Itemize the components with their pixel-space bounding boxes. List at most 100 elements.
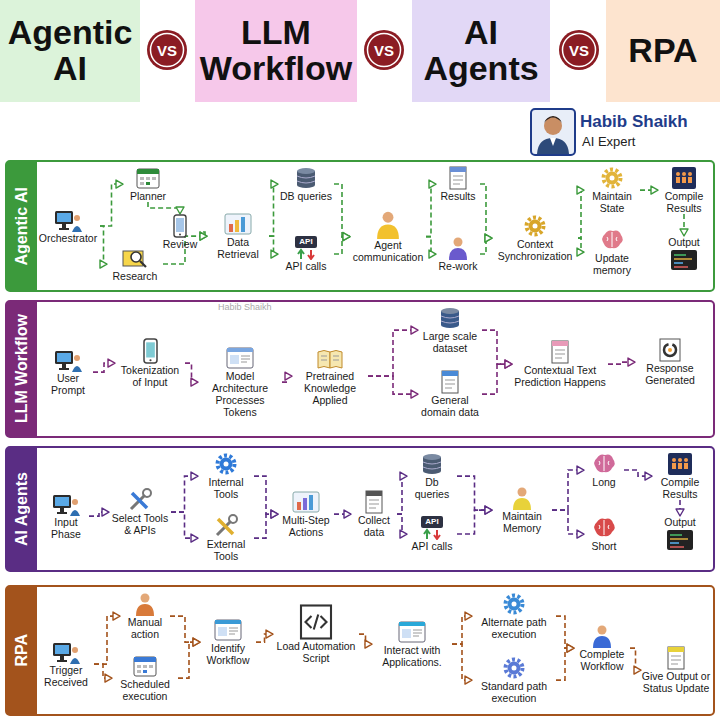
step-icon <box>212 514 240 538</box>
arrow-head <box>485 506 492 514</box>
step-caption: Response Generated <box>635 362 705 386</box>
step-node: Interact with Applications. <box>372 620 452 668</box>
step-icon <box>121 246 149 270</box>
step-icon <box>656 338 684 362</box>
step-node: Compile Results <box>658 166 710 214</box>
dashed-arrow <box>457 506 492 534</box>
step-icon <box>444 236 472 260</box>
step-node: Maintain Memory <box>492 486 552 534</box>
step-node: Model Architecture Processes Tokens <box>198 346 282 418</box>
connector-line <box>482 330 512 364</box>
step-node: Context Synchronization <box>492 214 578 262</box>
connector-line <box>100 226 107 264</box>
dashed-arrow <box>397 514 407 538</box>
dashed-arrow <box>482 330 512 368</box>
step-node: External Tools <box>198 514 254 562</box>
step-node: Update memory <box>584 228 640 276</box>
step-icon <box>500 656 528 680</box>
dashed-arrow <box>640 186 658 194</box>
step-caption: Results <box>440 190 475 202</box>
dashed-arrow <box>269 236 278 258</box>
watermark: Habib Shaikh <box>218 302 272 312</box>
arrow-head <box>577 248 584 256</box>
arrow-head <box>577 530 584 538</box>
step-node: Internal Tools <box>198 452 254 500</box>
vs-badge: VS <box>146 29 188 71</box>
dashed-arrow <box>676 500 684 516</box>
step-icon <box>135 338 166 364</box>
arrow-head <box>113 612 120 620</box>
connector-line <box>397 476 407 514</box>
connector-line <box>552 510 584 534</box>
dashed-arrow <box>426 180 436 237</box>
dashed-arrow <box>577 238 584 256</box>
connector-line <box>457 476 492 510</box>
band-tab: Agentic AI <box>7 162 37 290</box>
step-node: General domain data <box>418 370 482 418</box>
author-label: AI Expert <box>582 134 635 149</box>
connector-line <box>578 190 584 238</box>
header-box: Agentic AI <box>0 0 140 102</box>
step-icon <box>54 348 82 372</box>
band-tab: LLM Workflow <box>7 302 37 436</box>
dashed-arrow <box>482 360 512 394</box>
step-node: Research <box>107 246 163 282</box>
arrow-head <box>634 666 641 674</box>
arrow-head <box>577 466 584 474</box>
step-node: Long <box>584 452 624 488</box>
dashed-arrow <box>100 180 123 226</box>
arrow-head <box>100 260 107 268</box>
arrow-head <box>567 644 574 652</box>
step-icon <box>521 214 549 238</box>
step-caption: Collect data <box>351 514 397 538</box>
vs-badge: VS <box>558 29 600 71</box>
step-icon <box>444 166 472 190</box>
step-node: Output <box>655 516 705 552</box>
band-tab: RPA <box>7 587 37 714</box>
arrow-head <box>567 644 574 652</box>
dashed-arrow <box>452 644 472 684</box>
arrow-head <box>505 360 512 368</box>
step-icon <box>214 618 242 642</box>
arrow-head <box>485 234 492 242</box>
dashed-arrow <box>200 232 207 240</box>
vs-text: VS <box>569 42 589 59</box>
dashed-arrow <box>368 326 418 376</box>
step-node: Give Output or Status Update <box>641 646 711 694</box>
arrow-head <box>680 229 688 236</box>
step-node: Alternate path execution <box>472 592 556 640</box>
arrow-head <box>400 530 407 538</box>
step-node: Response Generated <box>635 338 705 386</box>
arrow-head <box>411 390 418 398</box>
step-icon <box>418 452 446 476</box>
step-caption: Standard path execution <box>472 680 556 704</box>
step-node: Input Phase <box>43 492 89 540</box>
swimlane-band: AI AgentsInput Phase Select Tools & APIs I… <box>5 446 715 572</box>
arrow-head <box>628 358 635 366</box>
band-title: RPA <box>13 634 31 667</box>
step-node: Orchestrator <box>36 208 100 244</box>
step-icon <box>398 620 426 644</box>
step-caption: Select Tools & APIs <box>109 512 171 536</box>
step-icon <box>360 490 388 514</box>
dashed-arrow <box>480 184 492 242</box>
arrow-head <box>191 378 198 386</box>
arrow-head <box>465 676 472 684</box>
connector-line <box>254 476 278 514</box>
band-tab: AI Agents <box>7 448 37 570</box>
dashed-arrow <box>556 616 574 652</box>
icon-label: API <box>295 236 317 248</box>
connector-line <box>426 184 436 237</box>
step-node: Pretrained Knowledge Applied <box>292 346 368 406</box>
step-node: Load Automation Script <box>273 604 359 664</box>
step-node: Data Retrieval <box>207 212 269 260</box>
arrow-head <box>429 180 436 188</box>
step-icon <box>666 452 694 476</box>
swimlane-band: LLM WorkflowUser PromptTokenization of I… <box>5 300 715 438</box>
dashed-arrow <box>426 237 436 258</box>
step-caption: Interact with Applications. <box>372 644 452 668</box>
step-caption: Tokenization of Input <box>115 364 185 388</box>
step-node: DB queries <box>278 166 334 202</box>
arrow-head <box>116 180 123 188</box>
step-icon <box>670 248 698 272</box>
